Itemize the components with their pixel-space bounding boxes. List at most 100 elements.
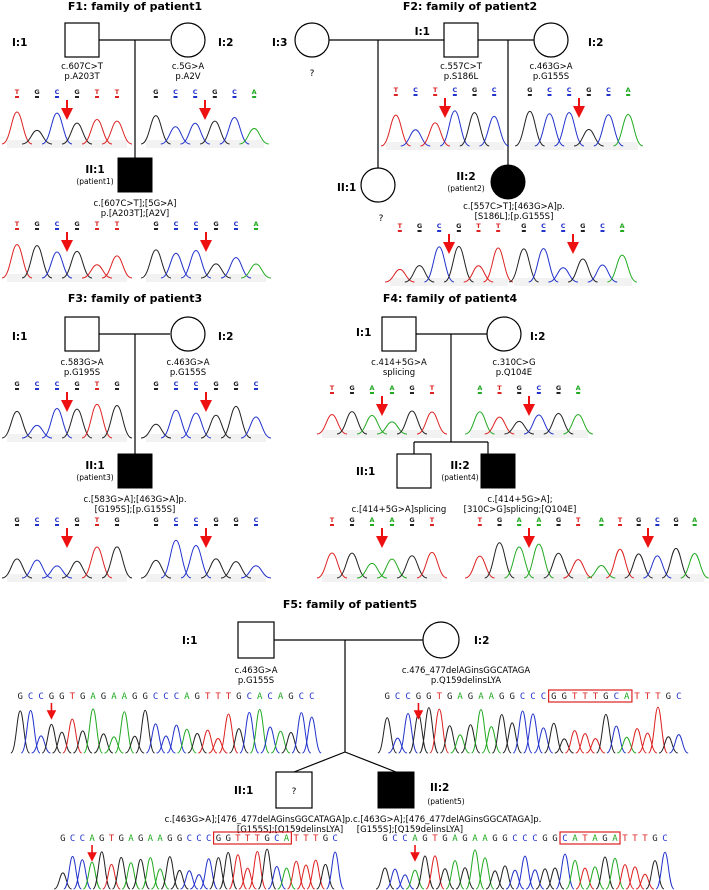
trace-peak [485, 870, 505, 890]
trace-peak [156, 735, 176, 754]
base-call: G [447, 692, 452, 702]
f5-i2-variant-protein: p.Q159delinsLYA [431, 676, 501, 686]
trace-peak [93, 733, 114, 754]
base-call: C [332, 834, 337, 844]
base-call: G [551, 692, 556, 702]
base-call: T [15, 88, 20, 96]
base-call: T [497, 384, 502, 392]
base-quality-tick [154, 228, 158, 230]
trace-peak [555, 853, 575, 890]
base-quality-tick [496, 230, 501, 232]
f3-ii1-note: (patient3) [76, 473, 113, 482]
base-quality-tick [692, 524, 697, 526]
f3-ii1-variant-cdna: c.[583G>A];[463G>A]p. [83, 495, 186, 505]
trace-peak [199, 858, 218, 890]
base-call: G [74, 380, 79, 388]
trace-peak [396, 555, 428, 579]
base-call: G [216, 834, 221, 844]
base-quality-tick [397, 230, 402, 232]
trace-peak [199, 120, 230, 145]
base-quality-tick [75, 228, 79, 230]
base-call: A [457, 692, 463, 702]
f1-ii1-variant-cdna: c.[607C>T];[5G>A] [94, 199, 177, 209]
f4-label-ii2: II:2 [450, 460, 469, 472]
family-f5: F5: family of patient5 I:1 I:2 c.463G>A … [10, 598, 689, 890]
base-quality-tick [576, 524, 581, 526]
f3-i2-variant-cdna: c.463G>A [166, 358, 209, 368]
f5-label-ii2: II:2 [430, 782, 449, 794]
base-call: G [142, 692, 147, 702]
trace-peak [416, 411, 448, 435]
trace-peak [377, 717, 398, 754]
base-quality-tick [194, 228, 198, 230]
f4-ii2-variant-splicing: [310C>G]splicing;[Q104E] [464, 505, 577, 515]
f3-i2-variant-protein: p.G155S [170, 368, 206, 378]
f1-label-ii1: II:1 [85, 164, 104, 176]
base-call: T [496, 222, 501, 230]
base-call: G [236, 692, 241, 702]
base-call: C [55, 220, 60, 228]
trace-peak [325, 851, 345, 890]
trace-peak [533, 727, 554, 754]
base-call: A [389, 516, 394, 524]
base-quality-tick [174, 524, 178, 526]
base-quality-tick [254, 524, 258, 526]
base-quality-tick [517, 524, 522, 526]
trace-peak [316, 552, 348, 579]
base-call: G [114, 516, 119, 524]
f4-label-i2: I:2 [530, 331, 545, 343]
trace-peak [200, 558, 232, 579]
base-call: A [576, 384, 581, 392]
base-quality-tick [55, 228, 59, 230]
f5-ii1-symbol [275, 771, 313, 809]
base-call: G [101, 692, 106, 702]
trace-peak [102, 863, 121, 890]
base-quality-tick [115, 524, 119, 526]
base-call: A [612, 834, 618, 844]
base-call: C [55, 516, 60, 524]
base-call: C [28, 692, 33, 702]
base-quality-tick [606, 94, 611, 96]
f1-i1-variant-protein: p.A203T [64, 72, 100, 82]
base-call: A [478, 692, 484, 702]
base-call: G [34, 88, 39, 96]
base-call: A [592, 834, 598, 844]
f5-label-i1: I:1 [182, 635, 197, 647]
trace-peak [504, 546, 535, 579]
trace-peak [170, 869, 189, 890]
base-call: G [416, 692, 421, 702]
f2-i1-variant-cdna: c.557C>T [440, 62, 483, 72]
base-call: G [666, 692, 671, 702]
base-quality-tick [95, 388, 99, 390]
trace-peak [680, 553, 709, 579]
f2-title: F2: family of patient2 [403, 0, 537, 13]
base-call: T [330, 516, 335, 524]
base-call: G [118, 834, 123, 844]
f5-i1-variant-protein: p.G155S [238, 676, 274, 686]
trace-baseline [7, 274, 127, 282]
base-call: G [472, 86, 477, 94]
base-call: C [247, 692, 252, 702]
f1-ii1-note: (patient1) [76, 177, 113, 186]
family-f3: F3: family of patient3 I:1 I:2 c.583G>A … [1, 292, 272, 582]
base-call: T [432, 834, 438, 844]
base-quality-tick [413, 94, 418, 96]
trace-peak [21, 245, 53, 279]
base-call: T [582, 692, 588, 702]
base-call: C [299, 692, 304, 702]
base-call: T [655, 692, 661, 702]
base-call: G [417, 222, 422, 230]
trace-peak [101, 546, 133, 579]
trace-baseline [146, 574, 266, 582]
trace-peak [613, 114, 644, 147]
base-call: C [614, 692, 619, 702]
trace-baseline [7, 574, 127, 582]
base-call: G [60, 834, 65, 844]
base-quality-tick [567, 94, 572, 96]
base-call: A [252, 88, 257, 96]
base-quality-tick [95, 228, 99, 230]
base-quality-tick [521, 230, 526, 232]
